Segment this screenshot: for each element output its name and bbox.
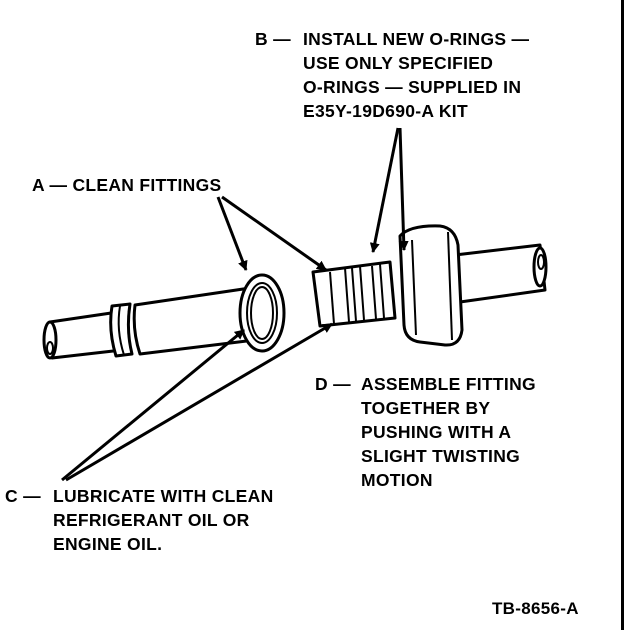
- figure-id: TB-8656-A: [492, 599, 579, 618]
- left-tube-bead: [109, 302, 134, 358]
- callout-d-line: PUSHING WITH A: [361, 422, 512, 442]
- right-tube: [453, 243, 547, 304]
- callout-d-line: TOGETHER BY: [361, 398, 491, 418]
- callout-b-line: INSTALL NEW O-RINGS —: [303, 29, 530, 49]
- border-line: [621, 0, 624, 630]
- callout-c-line: REFRIGERANT OIL OR: [53, 510, 250, 530]
- callout-d-line: MOTION: [361, 470, 433, 490]
- arrow-a-1: [216, 196, 248, 271]
- callout-d-line: ASSEMBLE FITTING: [361, 374, 536, 394]
- callout-a-line: CLEAN FITTINGS: [72, 175, 222, 195]
- callout-d-line: SLIGHT TWISTING: [361, 446, 521, 466]
- callout-a: A — CLEAN FITTINGS: [32, 173, 222, 197]
- arrow-b-1: [369, 127, 400, 253]
- callout-d-letter: D —: [315, 374, 351, 394]
- o-ring-grooves: [344, 263, 385, 323]
- callout-c-line: ENGINE OIL.: [53, 534, 163, 554]
- callout-b-line: USE ONLY SPECIFIED: [303, 53, 494, 73]
- callout-c-letter: C —: [5, 486, 41, 506]
- callout-b-line: E35Y-19D690-A KIT: [303, 101, 468, 121]
- arrow-b-2: [398, 127, 409, 251]
- callout-b-letter: B —: [255, 29, 291, 49]
- arrow-a-2: [221, 195, 327, 272]
- nut: [398, 224, 464, 347]
- arrow-c-1: [61, 328, 245, 482]
- callout-c-line: LUBRICATE WITH CLEAN: [53, 486, 274, 506]
- left-fitting-body: [132, 286, 257, 356]
- callout-b-line: O-RINGS — SUPPLIED IN: [303, 77, 522, 97]
- callout-a-letter: A —: [32, 175, 68, 195]
- arrow-c-2: [65, 322, 333, 482]
